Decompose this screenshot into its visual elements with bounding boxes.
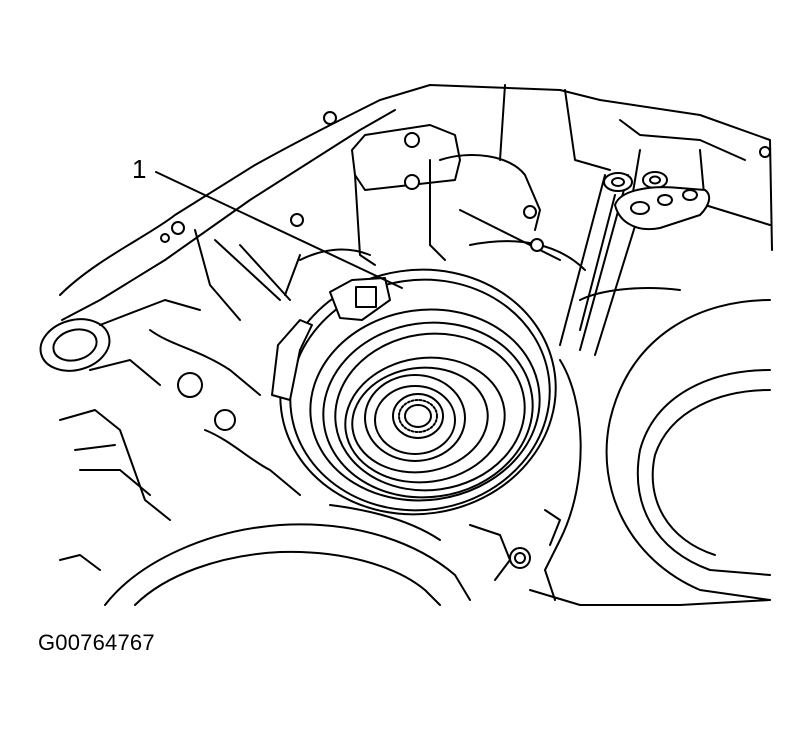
leader-line <box>155 171 403 289</box>
case-housing <box>39 84 773 571</box>
callout-1: 1 <box>132 154 403 289</box>
lower-bearing-bore <box>104 504 471 606</box>
callout-number: 1 <box>132 154 146 184</box>
right-bearing-bore <box>469 287 771 606</box>
drum-assembly[interactable] <box>264 252 571 532</box>
figure-code: G00764767 <box>38 630 155 655</box>
